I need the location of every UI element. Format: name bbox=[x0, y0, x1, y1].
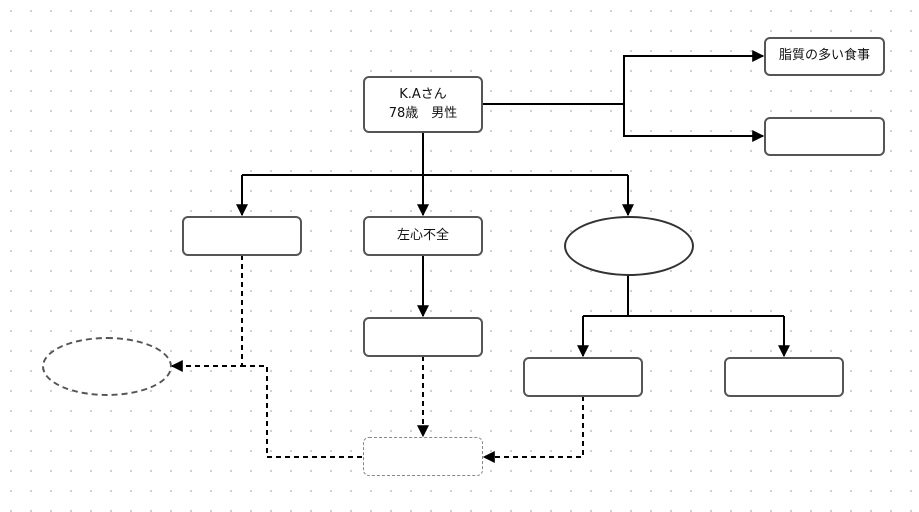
center-lower-box[interactable] bbox=[363, 317, 483, 357]
center-box-label: 左心不全 bbox=[396, 227, 449, 243]
bottom-center-box[interactable] bbox=[363, 437, 483, 476]
center-box[interactable]: 左心不全 bbox=[363, 216, 483, 256]
connector-root-to-right-top bbox=[483, 50, 765, 105]
left-dashed-ellipse[interactable] bbox=[42, 337, 172, 396]
right-lower-right-box[interactable] bbox=[724, 357, 844, 397]
patient-node[interactable]: K.Aさん 78歳 男性 bbox=[363, 76, 483, 133]
connector-root-to-right-bottom bbox=[623, 104, 765, 142]
right-bottom-box[interactable] bbox=[764, 117, 885, 156]
patient-detail: 78歳 男性 bbox=[388, 105, 458, 121]
dashed-connector-bottom-to-ellipse bbox=[242, 365, 362, 458]
dashed-connector-left-box-to-ellipse bbox=[170, 255, 243, 372]
right-top-box-label: 脂質の多い食事 bbox=[778, 48, 870, 64]
patient-name: K.Aさん bbox=[399, 86, 447, 102]
left-box[interactable] bbox=[182, 216, 302, 256]
dashed-connector-right-lower-to-bottom bbox=[482, 396, 584, 463]
right-top-box[interactable]: 脂質の多い食事 bbox=[764, 37, 885, 76]
right-lower-left-box[interactable] bbox=[523, 357, 643, 397]
right-ellipse[interactable] bbox=[564, 216, 694, 276]
